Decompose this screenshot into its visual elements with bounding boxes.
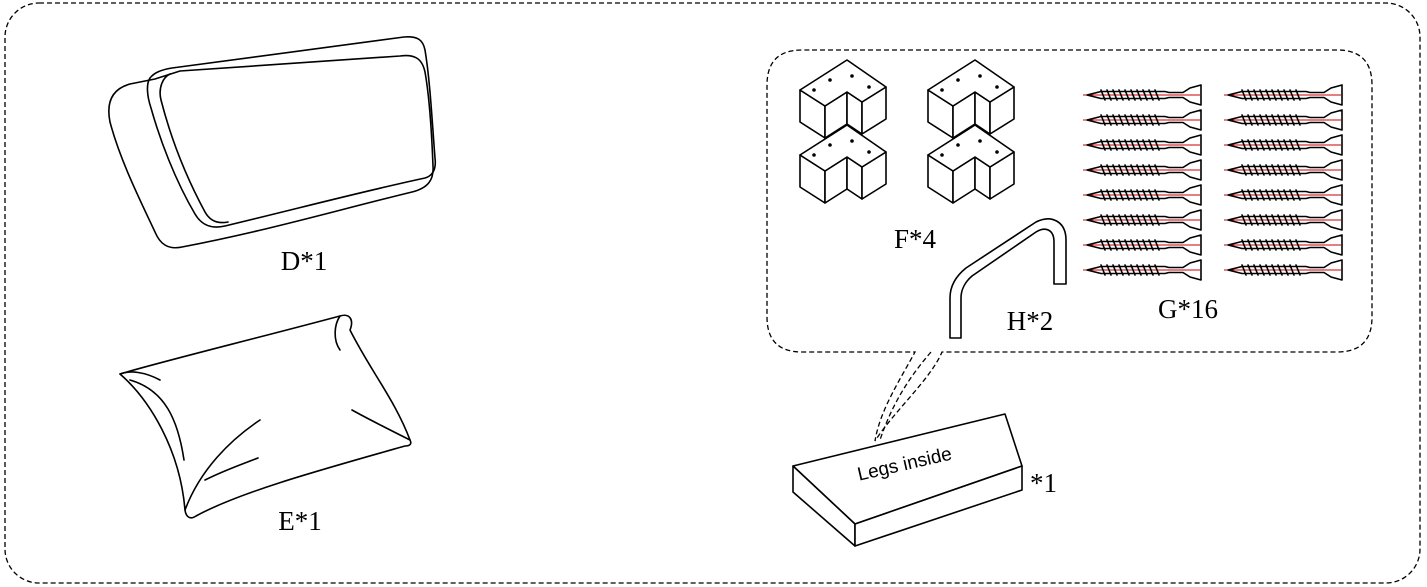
allen-key-icon — [949, 218, 1067, 339]
wood-screw-icon — [1082, 84, 1343, 281]
part-e-label: E*1 — [278, 506, 322, 536]
hardware-callout-bubble — [766, 49, 1373, 442]
back-cushion-icon — [108, 36, 437, 249]
corner-bracket-icon — [799, 59, 1015, 204]
part-g-label: G*16 — [1158, 294, 1218, 324]
part-h-label: H*2 — [1007, 306, 1054, 336]
box-icon — [792, 413, 1023, 547]
outer-dashed-frame — [4, 2, 1421, 584]
pillow-icon — [119, 314, 412, 519]
part-f-label: F*4 — [894, 224, 937, 254]
part-d-label: D*1 — [281, 246, 328, 276]
legs-box-count: *1 — [1030, 468, 1057, 498]
